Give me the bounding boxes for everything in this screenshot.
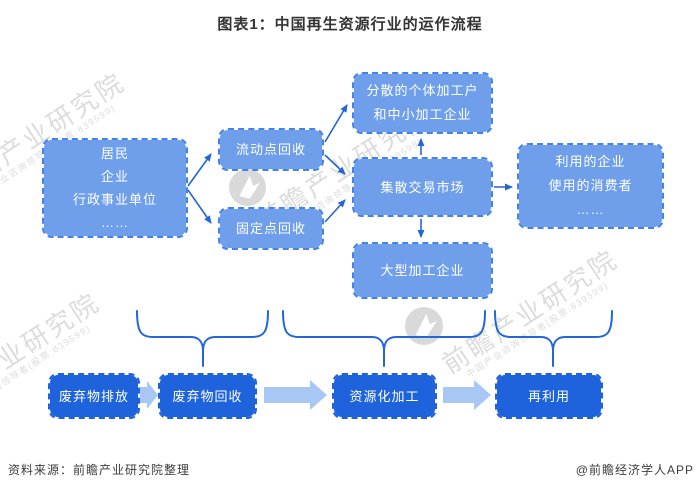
stage-reuse: 再利用 bbox=[495, 373, 603, 419]
node-end-users: 利用的企业 使用的消费者 …… bbox=[517, 143, 664, 229]
arrow-fixed-to-market bbox=[324, 199, 346, 223]
arrow-mobile-to-scattered bbox=[324, 104, 348, 143]
stage-waste-discharge: 废弃物排放 bbox=[48, 373, 140, 419]
block-arrow-1 bbox=[140, 381, 158, 409]
qianzhan-logo-icon bbox=[405, 307, 443, 345]
stage-braces bbox=[136, 310, 613, 367]
node-fixed-recycling: 固定点回收 bbox=[218, 207, 324, 250]
block-arrow-3 bbox=[443, 380, 491, 410]
node-line: …… bbox=[101, 215, 129, 230]
node-label: 集散交易市场 bbox=[380, 179, 465, 195]
arrow-source-to-fixed bbox=[187, 189, 212, 224]
node-line: …… bbox=[576, 202, 605, 217]
stage-resource-processing: 资源化加工 bbox=[332, 373, 437, 419]
node-line: 分散的个体加工户 bbox=[366, 83, 479, 98]
node-line: 和中小加工企业 bbox=[373, 107, 472, 122]
node-label: 大型加工企业 bbox=[380, 263, 465, 278]
figure-title: 图表1：中国再生资源行业的运作流程 bbox=[217, 16, 483, 33]
node-trading-market: 集散交易市场 bbox=[352, 157, 493, 217]
node-label: 流动点回收 bbox=[235, 142, 306, 157]
node-mobile-recycling: 流动点回收 bbox=[218, 128, 324, 171]
node-label: 固定点回收 bbox=[235, 221, 306, 236]
node-line: 企业 bbox=[100, 169, 129, 184]
arrow-source-to-mobile bbox=[187, 153, 212, 187]
node-line: 利用的企业 bbox=[555, 154, 626, 169]
stage-waste-recycling: 废弃物回收 bbox=[158, 373, 257, 419]
block-arrow-2 bbox=[264, 380, 327, 410]
brace-processing bbox=[282, 310, 486, 367]
node-waste-sources: 居民 企业 行政事业单位 …… bbox=[42, 138, 188, 238]
node-line: 行政事业单位 bbox=[72, 192, 157, 207]
data-source-note: 资料来源：前瞻产业研究院整理 bbox=[8, 463, 191, 477]
brace-reuse bbox=[494, 310, 613, 367]
stage-label: 废弃物排放 bbox=[58, 388, 129, 404]
brace-recycle bbox=[136, 310, 269, 367]
node-line: 使用的消费者 bbox=[548, 178, 633, 193]
stage-label: 废弃物回收 bbox=[172, 388, 243, 404]
node-scattered-processors: 分散的个体加工户 和中小加工企业 bbox=[352, 72, 493, 134]
node-line: 居民 bbox=[100, 146, 129, 161]
qianzhan-logo-icon bbox=[229, 169, 266, 206]
stage-label: 资源化加工 bbox=[349, 388, 420, 404]
stage-label: 再利用 bbox=[527, 388, 570, 404]
app-credit: @前瞻经济学人APP bbox=[575, 463, 694, 477]
arrow-mobile-to-market bbox=[324, 154, 346, 175]
node-large-processors: 大型加工企业 bbox=[352, 242, 493, 299]
